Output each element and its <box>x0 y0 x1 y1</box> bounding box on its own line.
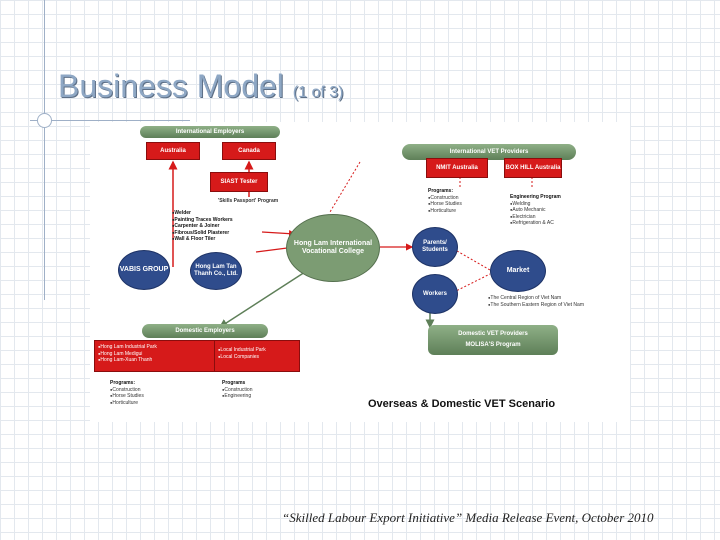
scenario-caption: Overseas & Domestic VET Scenario <box>368 398 556 410</box>
hong-lam-college-circle: Hong Lam International Vocational Colleg… <box>286 214 380 282</box>
trade-item: Carpenter & Joiner <box>172 223 233 230</box>
accent-horizontal-line <box>30 120 190 121</box>
programs-left-heading: Programs: <box>428 188 454 194</box>
market-circle: Market <box>490 250 546 292</box>
canada-box: Canada <box>222 142 276 160</box>
footer-caption: “Skilled Labour Export Initiative” Media… <box>282 510 654 525</box>
skills-passport-label: 'Skills Passport' Program <box>218 198 279 204</box>
engineering-item: Electrician <box>510 214 561 221</box>
international-vet-bar: International VET Providers <box>402 144 576 160</box>
domestic-item: Local Industrial Park <box>218 347 296 354</box>
program-item: Construction <box>428 195 462 202</box>
business-model-diagram: International Employers Australia Canada… <box>90 122 630 422</box>
engineering-item: Refrigeration & AC <box>510 220 561 227</box>
program-item: Horticulture <box>110 400 144 407</box>
program-item: Engineering <box>222 393 253 400</box>
region-item: The Central Region of Viet Nam <box>488 295 584 302</box>
domestic-vet-box: Domestic VET Providers MOLISA'S Program <box>428 325 558 355</box>
engineering-program-list: Engineering Program Welding Auto Mechani… <box>510 194 561 227</box>
programs-left-list: Programs: Construction Horse Studies Hor… <box>428 188 462 214</box>
domestic-item: Hong Lam-Xuan Thanh <box>98 357 222 364</box>
trade-item: Painting Traces Workers <box>172 217 232 224</box>
line-workers-market <box>449 273 491 295</box>
engineering-item: Auto Mechanic <box>510 207 561 214</box>
slide-title: Business Model (1 of 3) <box>58 68 343 105</box>
programs-bottom-right-heading: Programs <box>222 380 246 386</box>
trade-item: Wall & Floor Tiler <box>172 236 233 243</box>
australia-box: Australia <box>146 142 200 160</box>
region-item: The Southern Eastern Region of Viet Nam <box>488 302 584 309</box>
trade-item: Fibrous/Solid Plasterer <box>172 230 233 237</box>
programs-bottom-right-list: Programs Construction Engineering <box>222 380 253 400</box>
domestic-right-box: Local Industrial Park Local Companies <box>214 340 300 372</box>
title-text: Business Model <box>58 68 284 104</box>
program-item: Horse Studies <box>110 393 143 400</box>
programs-bottom-left-list: Programs: Construction Horse Studies Hor… <box>110 380 144 406</box>
international-employers-bar: International Employers <box>140 126 280 138</box>
domestic-left-box: Hong Lam Industrial Park Hong Lam Medigu… <box>94 340 226 372</box>
program-item: Construction <box>222 387 252 394</box>
domestic-item: Hong Lam Industrial Park <box>98 344 222 351</box>
trade-item: Welder <box>172 210 233 217</box>
accent-vertical-line <box>44 0 45 300</box>
boxhill-box: BOX HILL Australia <box>504 158 562 178</box>
line-providers-college <box>329 161 361 213</box>
program-item: Horse Studies <box>428 201 461 208</box>
engineering-item: Welding <box>510 201 561 208</box>
program-item: Construction <box>110 387 144 394</box>
workers-circle: Workers <box>412 274 458 314</box>
domestic-vet-label: Domestic VET Providers <box>458 331 528 338</box>
domestic-item: Local Companies <box>218 354 296 361</box>
accent-circle <box>37 113 52 128</box>
line-college-domestic-employers <box>218 271 306 328</box>
molisa-program-label: MOLISA'S Program <box>465 342 521 348</box>
hong-lam-tan-thanh-circle: Hong Lam Tan Thanh Co., Ltd. <box>190 252 242 290</box>
nmit-box: NMIT Australia <box>426 158 488 178</box>
programs-bottom-left-heading: Programs: <box>110 380 136 386</box>
siast-tester-box: SIAST Tester <box>210 172 268 192</box>
parents-students-circle: Parents/ Students <box>412 227 458 267</box>
trades-list: Welder Painting Traces Workers Carpenter… <box>172 210 233 243</box>
title-subtitle: (1 of 3) <box>292 84 344 101</box>
regions-list: The Central Region of Viet Nam The South… <box>488 295 584 308</box>
vabis-group-circle: VABIS GROUP <box>118 250 170 290</box>
program-item: Horticulture <box>428 208 462 215</box>
engineering-heading: Engineering Program <box>510 194 561 200</box>
domestic-item: Hong Lam Medigui <box>98 351 222 358</box>
domestic-employers-bar: Domestic Employers <box>142 324 268 338</box>
